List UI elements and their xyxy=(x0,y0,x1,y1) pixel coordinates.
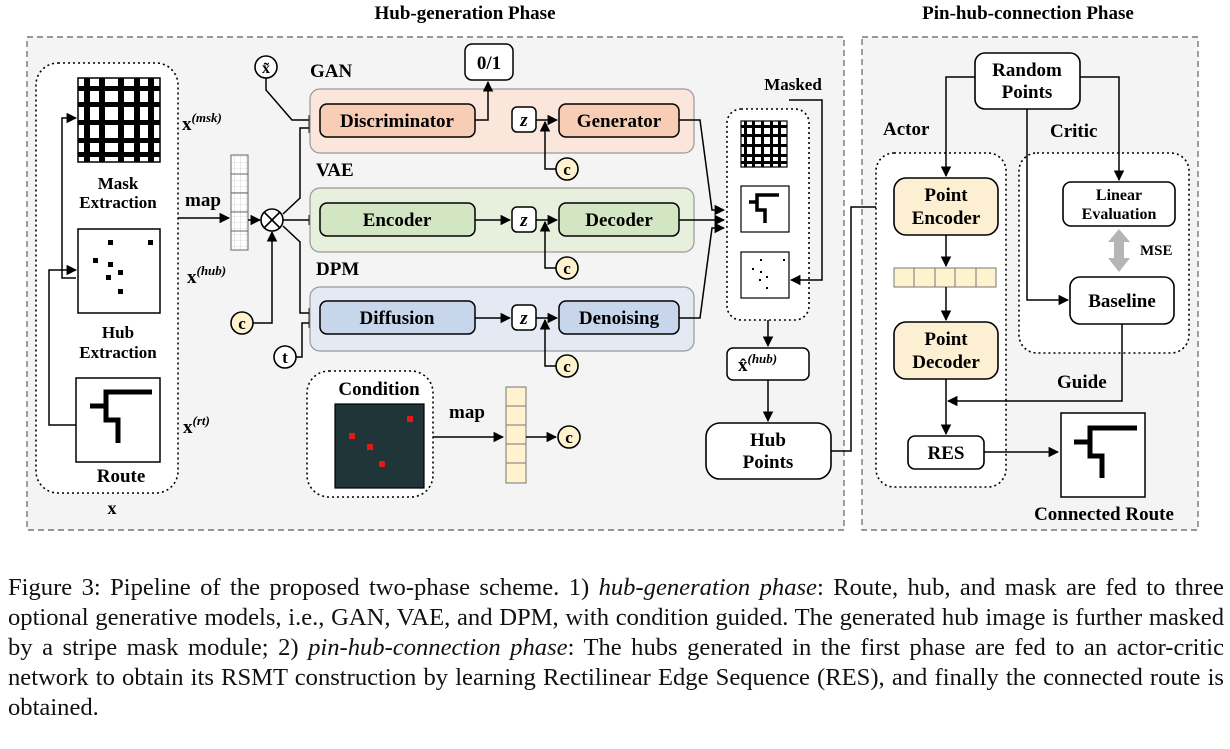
figure-caption: Figure 3: Pipeline of the proposed two-p… xyxy=(8,573,1224,723)
svg-text:z: z xyxy=(519,308,528,329)
svg-text:z: z xyxy=(519,210,528,231)
mask-image xyxy=(77,77,161,163)
svg-text:Discriminator: Discriminator xyxy=(340,111,455,132)
random-to-linear-arrow xyxy=(1080,76,1125,182)
hub-extraction-label-1: Hub xyxy=(102,323,134,342)
svg-text:Diffusion: Diffusion xyxy=(360,308,435,329)
svg-text:c: c xyxy=(238,314,246,333)
svg-text:Point: Point xyxy=(924,185,968,206)
pin-hub-connection-phase-title: Pin-hub-connection Phase xyxy=(922,3,1134,24)
generator-to-masked-arrow xyxy=(679,119,726,216)
map-label-top: map xyxy=(185,190,221,211)
c-to-gan-arrow xyxy=(539,120,556,170)
x-tilde-to-discriminator-arrow xyxy=(265,78,320,126)
gan-label: GAN xyxy=(310,61,353,82)
linear-evaluation-box xyxy=(1062,181,1176,227)
otimes-to-dpm-arrow xyxy=(282,225,320,319)
caption-part-2: : Route, hub, and mask are fed to three … xyxy=(8,574,1224,661)
map-label-condition: map xyxy=(449,402,485,423)
svg-text:Denoising: Denoising xyxy=(579,308,660,329)
x-label: x xyxy=(108,498,117,518)
discriminator-to-output-arrow xyxy=(475,80,494,121)
hub-extraction-label-2: Extraction xyxy=(79,343,157,362)
map-vector xyxy=(230,154,249,251)
svg-text:Points: Points xyxy=(743,452,794,473)
masked-hub-image xyxy=(740,251,790,299)
masked-label: Masked xyxy=(764,75,822,94)
x-hat-hub-label: x̂(hub) xyxy=(738,351,777,376)
denoising-to-masked-arrow xyxy=(679,222,726,319)
actor-label: Actor xyxy=(883,119,930,140)
dpm-label: DPM xyxy=(316,259,359,280)
random-to-encoder-arrow xyxy=(940,76,975,178)
random-to-baseline-arrow xyxy=(1026,109,1070,306)
svg-text:Points: Points xyxy=(1002,82,1053,103)
c-to-otimes-arrow xyxy=(253,230,278,324)
masked-mask-image xyxy=(740,120,788,168)
hub-to-mask-arrow xyxy=(61,112,78,279)
mse-label: MSE xyxy=(1140,243,1173,259)
critic-label: Critic xyxy=(1050,121,1097,142)
mask-extraction-label-2: Extraction xyxy=(79,193,157,212)
svg-text:c: c xyxy=(563,259,571,278)
condition-image xyxy=(334,403,425,489)
x-hub-label: x(hub) xyxy=(187,263,226,288)
guide-label: Guide xyxy=(1057,372,1107,393)
hub-image xyxy=(77,228,161,314)
svg-text:Hub: Hub xyxy=(750,430,786,451)
hub-generation-phase-title: Hub-generation Phase xyxy=(374,3,555,24)
condition-map-vector xyxy=(505,386,527,484)
mse-arrow xyxy=(1108,229,1130,272)
svg-text:Baseline: Baseline xyxy=(1088,291,1156,312)
vae-label: VAE xyxy=(316,160,354,181)
caption-part-1: Figure 3: Pipeline of the proposed two-p… xyxy=(8,574,599,601)
otimes-to-gan-arrow xyxy=(282,122,320,215)
svg-text:c: c xyxy=(563,160,571,179)
route-label: Route xyxy=(97,466,146,487)
svg-text:z: z xyxy=(519,110,528,131)
c-to-vae-arrow xyxy=(539,220,556,269)
x-msk-label: x(msk) xyxy=(182,110,222,135)
c-to-dpm-arrow xyxy=(539,318,556,367)
x-rt-label: x(rt) xyxy=(183,413,210,438)
route-image xyxy=(75,377,161,463)
svg-text:x̃: x̃ xyxy=(262,60,270,77)
caption-em-1: hub-generation phase xyxy=(598,574,817,601)
guide-arrow xyxy=(946,324,1123,407)
mask-extraction-label-1: Mask xyxy=(98,174,139,193)
caption-em-2: pin-hub-connection phase xyxy=(308,634,568,661)
masked-route-image xyxy=(740,185,790,233)
svg-text:Random: Random xyxy=(992,60,1062,81)
svg-text:0/1: 0/1 xyxy=(477,53,501,74)
caption-part-3: : The hubs generated in the first phase … xyxy=(8,634,1225,721)
embedding-vector xyxy=(893,267,997,288)
svg-text:Decoder: Decoder xyxy=(585,210,653,231)
condition-label: Condition xyxy=(338,379,420,400)
hub-points-to-actor-arrow xyxy=(831,201,892,452)
svg-text:Decoder: Decoder xyxy=(912,352,980,373)
svg-text:c: c xyxy=(565,428,573,447)
c-node-condition xyxy=(557,425,581,449)
output-01-box xyxy=(464,43,514,81)
svg-text:Linear: Linear xyxy=(1096,187,1142,204)
svg-text:Generator: Generator xyxy=(577,111,662,132)
svg-text:Evaluation: Evaluation xyxy=(1082,206,1157,223)
svg-text:c: c xyxy=(563,357,571,376)
svg-text:Encoder: Encoder xyxy=(363,210,432,231)
svg-text:Encoder: Encoder xyxy=(912,208,981,229)
svg-text:Point: Point xyxy=(924,329,968,350)
pipeline-diagram: Hub-generation Phase Pin-hub-connection … xyxy=(26,3,1199,531)
svg-text:t: t xyxy=(282,348,288,367)
masked-feedback-arrow xyxy=(789,99,823,286)
connected-route-image xyxy=(1060,412,1146,498)
svg-text:RES: RES xyxy=(928,443,965,464)
connected-route-label: Connected Route xyxy=(1034,504,1174,525)
